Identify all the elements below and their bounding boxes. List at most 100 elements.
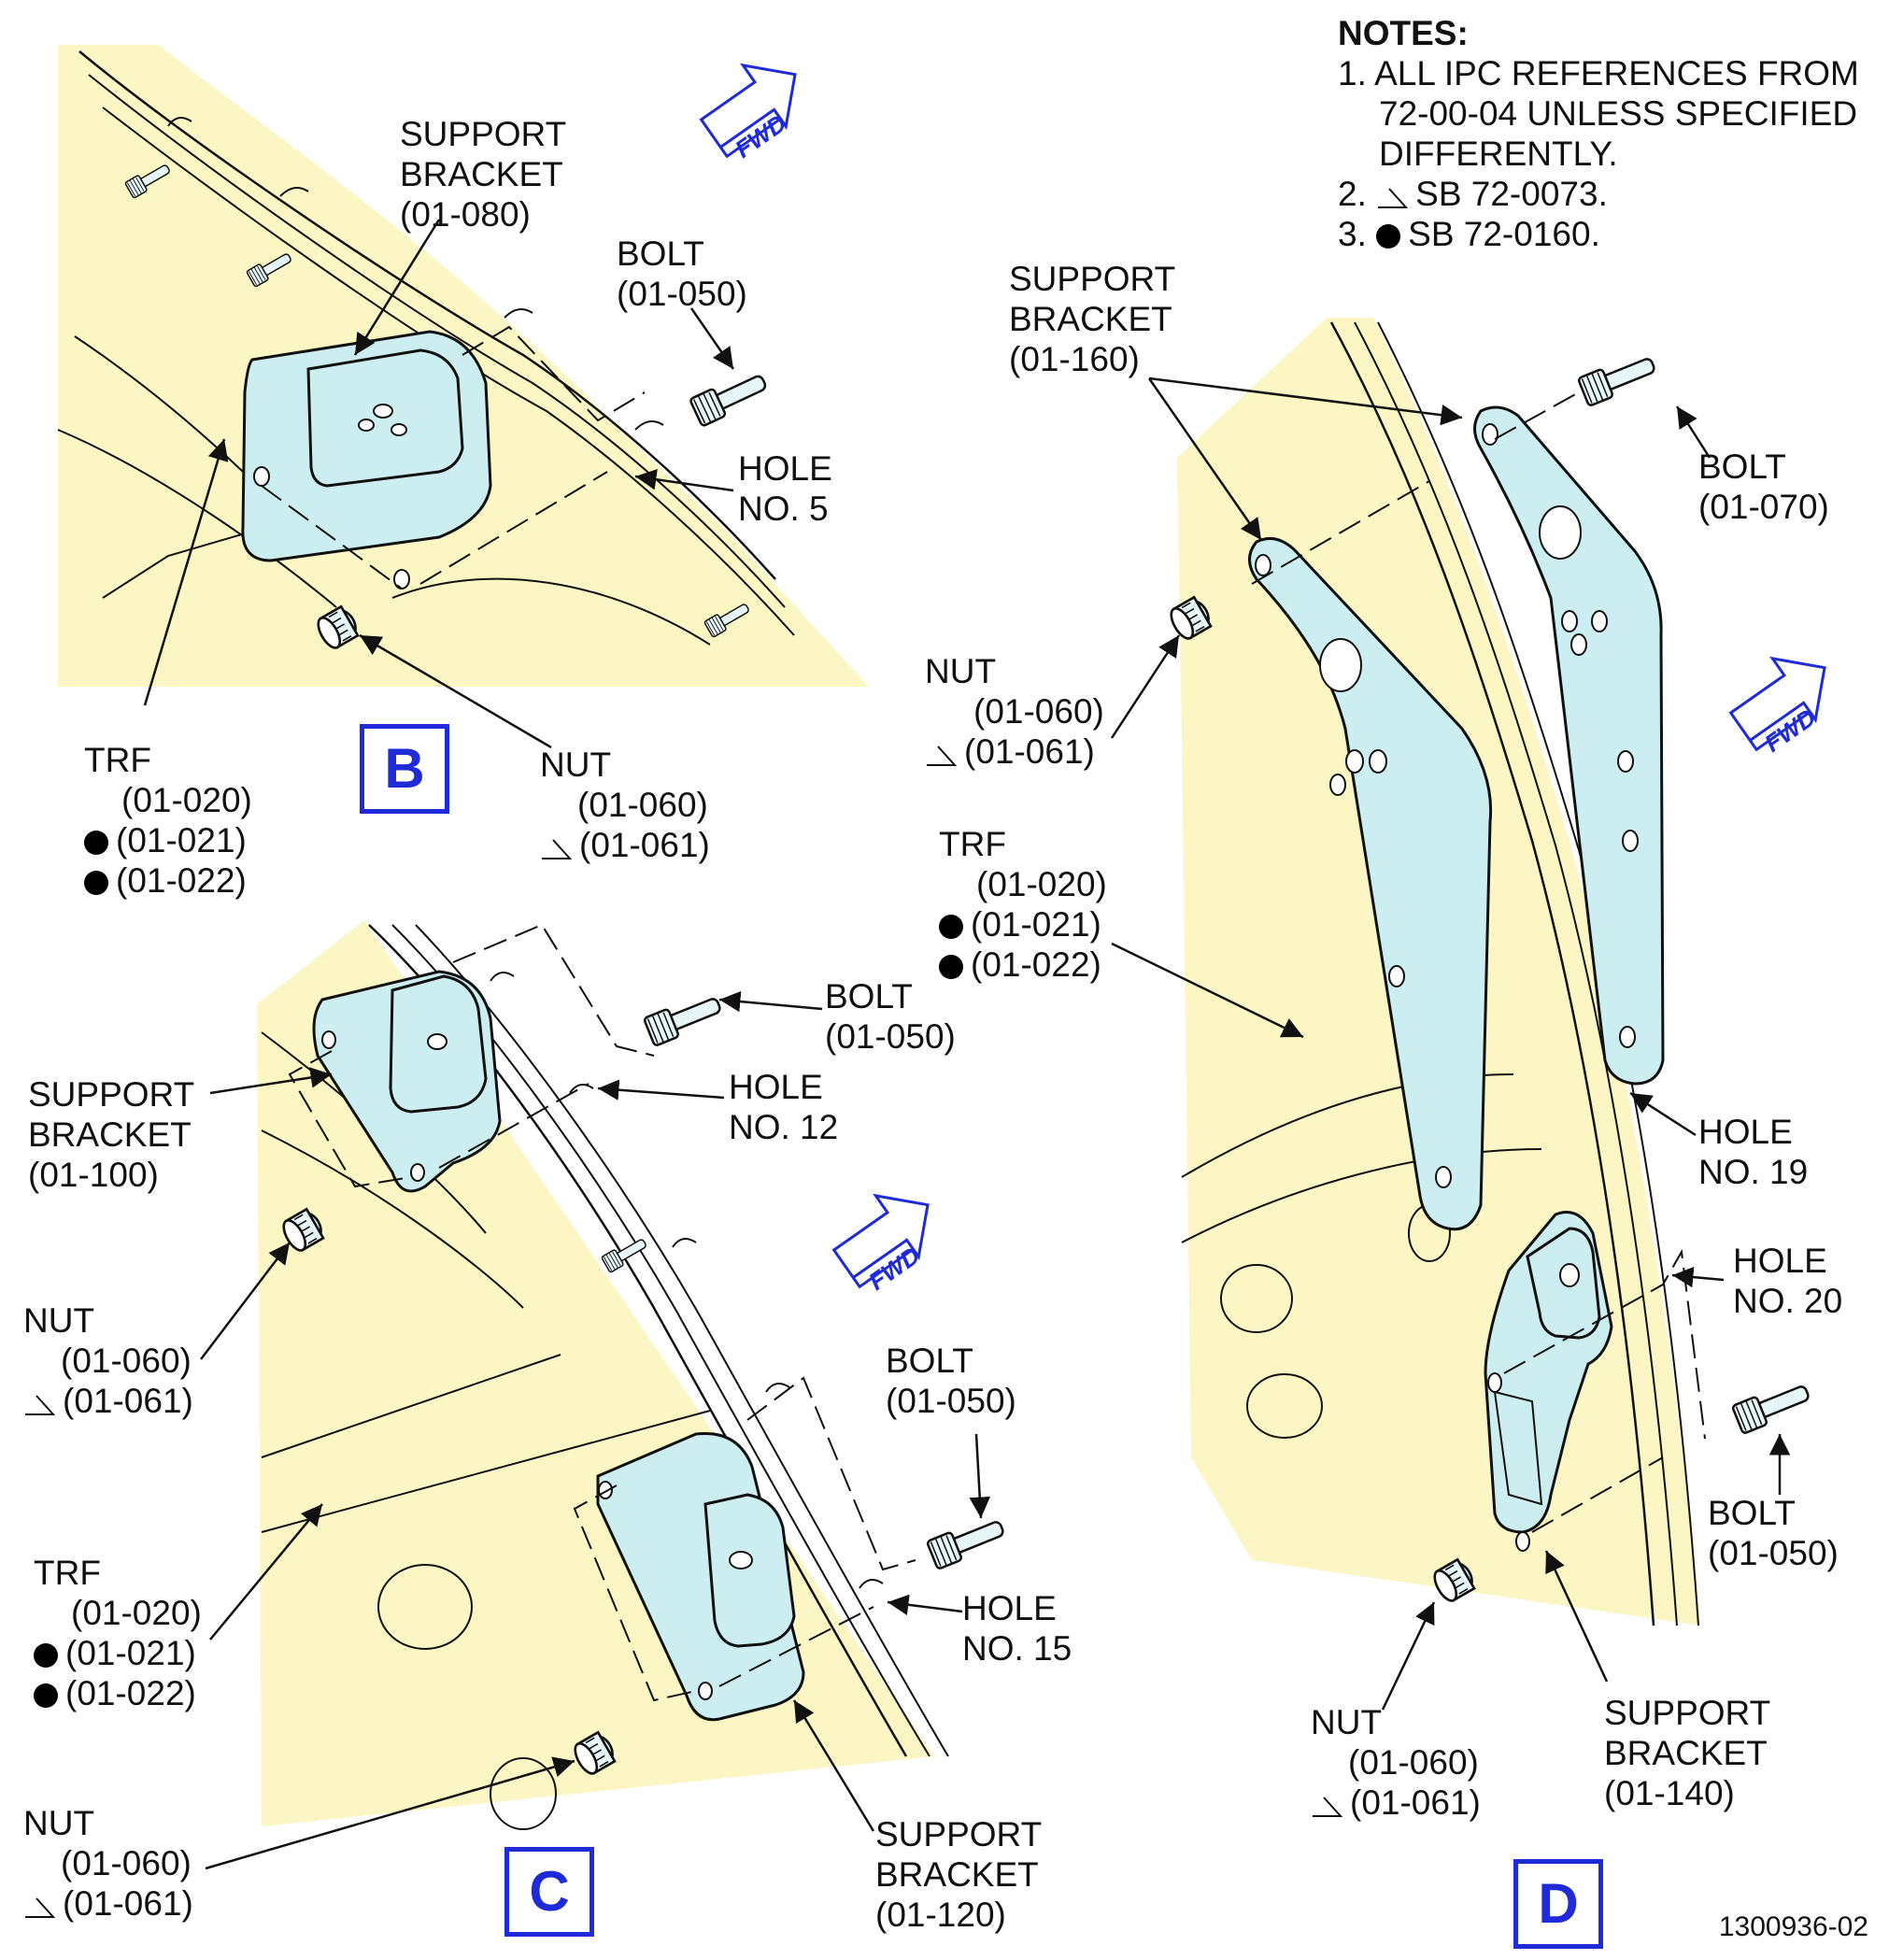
label-line-dotted: (01-021) xyxy=(84,820,252,860)
label-line: (01-160) xyxy=(1009,340,1140,378)
label-line: BOLT xyxy=(1698,447,1786,486)
label-line: (01-120) xyxy=(875,1896,1006,1934)
label-line: HOLE xyxy=(729,1068,823,1106)
label-b-hole: HOLE NO. 5 xyxy=(738,448,832,529)
note-1-line3: DIFFERENTLY. xyxy=(1379,135,1618,173)
label-line: (01-050) xyxy=(617,275,747,313)
label-line: NUT xyxy=(925,652,997,690)
triangle-flag-icon xyxy=(1313,1797,1342,1817)
label-line: NO. 20 xyxy=(1733,1282,1843,1320)
label-line: (01-020) xyxy=(121,781,252,819)
label-text: (01-022) xyxy=(116,861,247,900)
label-line: (01-050) xyxy=(1708,1534,1839,1572)
label-line: SUPPORT xyxy=(400,115,567,153)
label-line: BOLT xyxy=(886,1342,973,1380)
label-line: BRACKET xyxy=(875,1855,1039,1894)
label-line: (01-070) xyxy=(1698,488,1829,526)
note-1: 1. ALL IPC REFERENCES FROM xyxy=(1338,54,1859,92)
label-line: BOLT xyxy=(1708,1494,1796,1532)
label-line-flagged: (01-061) xyxy=(540,825,710,865)
label-line: (01-060) xyxy=(577,786,708,824)
label-b-bolt: BOLT (01-050) xyxy=(617,234,747,314)
triangle-flag-icon xyxy=(927,746,957,766)
note-2-text: SB 72-0073. xyxy=(1415,175,1608,213)
label-line: BRACKET xyxy=(1604,1734,1768,1772)
panel-d-drawing xyxy=(1165,318,1848,1626)
note-3-text: SB 72-0160. xyxy=(1408,215,1600,253)
label-d-hole-20: HOLE NO. 20 xyxy=(1733,1241,1842,1321)
label-line: BRACKET xyxy=(400,155,563,193)
label-text: (01-021) xyxy=(65,1634,196,1672)
triangle-flag-icon xyxy=(25,1395,55,1415)
label-line: NUT xyxy=(23,1301,95,1340)
label-c-nut-b: NUT (01-060) (01-061) xyxy=(23,1803,193,1924)
label-line: NO. 12 xyxy=(729,1108,839,1146)
label-line: HOLE xyxy=(962,1589,1057,1627)
label-c-support-bracket-120: SUPPORT BRACKET (01-120) xyxy=(875,1814,1042,1935)
note-3-number: 3. xyxy=(1338,215,1367,253)
label-line: (01-020) xyxy=(71,1594,202,1632)
label-b-trf: TRF (01-020) (01-021) (01-022) xyxy=(84,740,252,901)
label-line-dotted: (01-021) xyxy=(939,904,1107,944)
label-line-dotted: (01-022) xyxy=(34,1673,202,1713)
label-c-bolt-a: BOLT (01-050) xyxy=(825,976,956,1057)
label-c-hole-12: HOLE NO. 12 xyxy=(729,1067,838,1147)
bullet-dot-icon xyxy=(34,1643,58,1668)
label-text: (01-061) xyxy=(964,732,1095,771)
label-line: (01-050) xyxy=(886,1382,1016,1420)
label-d-support-bracket-160: SUPPORT BRACKET (01-160) xyxy=(1009,259,1175,379)
notes-title: NOTES: xyxy=(1338,14,1469,52)
label-line-dotted: (01-022) xyxy=(84,860,252,901)
label-line: BOLT xyxy=(617,234,704,273)
note-2-number: 2. xyxy=(1338,175,1367,213)
label-line: NO. 15 xyxy=(962,1629,1072,1668)
bullet-dot-icon xyxy=(939,915,963,939)
label-c-support-bracket-100: SUPPORT BRACKET (01-100) xyxy=(28,1074,194,1195)
label-text: (01-021) xyxy=(116,821,247,859)
label-d-nut-b: NUT (01-060) (01-061) xyxy=(1311,1702,1481,1823)
label-line-dotted: (01-022) xyxy=(939,944,1107,985)
panel-c-drawing xyxy=(257,920,1009,1830)
label-line: SUPPORT xyxy=(875,1815,1043,1853)
label-c-trf: TRF (01-020) (01-021) (01-022) xyxy=(34,1553,202,1713)
view-c-badge: C xyxy=(504,1847,594,1937)
notes-block: NOTES: 1. ALL IPC REFERENCES FROM 72-00-… xyxy=(1338,13,1859,254)
label-text: (01-021) xyxy=(971,905,1101,944)
label-d-trf: TRF (01-020) (01-021) (01-022) xyxy=(939,824,1107,985)
label-c-hole-15: HOLE NO. 15 xyxy=(962,1588,1072,1669)
figure-id: 1300936-02 xyxy=(1718,1911,1868,1942)
label-line: SUPPORT xyxy=(1604,1694,1771,1732)
label-text: (01-022) xyxy=(65,1674,196,1712)
bullet-dot-icon xyxy=(1376,224,1401,249)
label-line: SUPPORT xyxy=(28,1075,195,1114)
triangle-flag-icon xyxy=(1378,188,1409,208)
bullet-dot-icon xyxy=(939,955,963,979)
label-line-flagged: (01-061) xyxy=(1311,1782,1481,1823)
label-line: NO. 5 xyxy=(738,490,829,528)
label-line: NUT xyxy=(1311,1703,1383,1741)
label-line: BRACKET xyxy=(28,1115,192,1154)
label-text: (01-061) xyxy=(1350,1783,1481,1822)
label-line: (01-100) xyxy=(28,1156,159,1194)
label-line: TRF xyxy=(84,741,151,779)
view-d-badge: D xyxy=(1513,1859,1603,1949)
label-line-dotted: (01-021) xyxy=(34,1633,202,1673)
label-line: HOLE xyxy=(1698,1113,1793,1151)
label-d-nut-a: NUT (01-060) (01-061) xyxy=(925,651,1104,772)
label-c-bolt-b: BOLT (01-050) xyxy=(886,1341,1016,1421)
label-d-bolt-a: BOLT (01-070) xyxy=(1698,447,1829,527)
label-b-nut: NUT (01-060) (01-061) xyxy=(540,745,710,865)
label-line: (01-140) xyxy=(1604,1774,1735,1812)
label-line: NUT xyxy=(540,746,612,784)
note-3: 3. SB 72-0160. xyxy=(1338,214,1859,254)
label-line: (01-060) xyxy=(61,1844,192,1882)
label-line: (01-060) xyxy=(973,692,1104,731)
label-line: TRF xyxy=(34,1554,101,1592)
label-d-hole-19: HOLE NO. 19 xyxy=(1698,1112,1808,1192)
label-line-flagged: (01-061) xyxy=(925,731,1104,772)
label-b-support-bracket: SUPPORT BRACKET (01-080) xyxy=(400,114,566,234)
label-line: NUT xyxy=(23,1804,95,1842)
leader-lines xyxy=(143,219,1791,1870)
triangle-flag-icon xyxy=(542,839,572,859)
